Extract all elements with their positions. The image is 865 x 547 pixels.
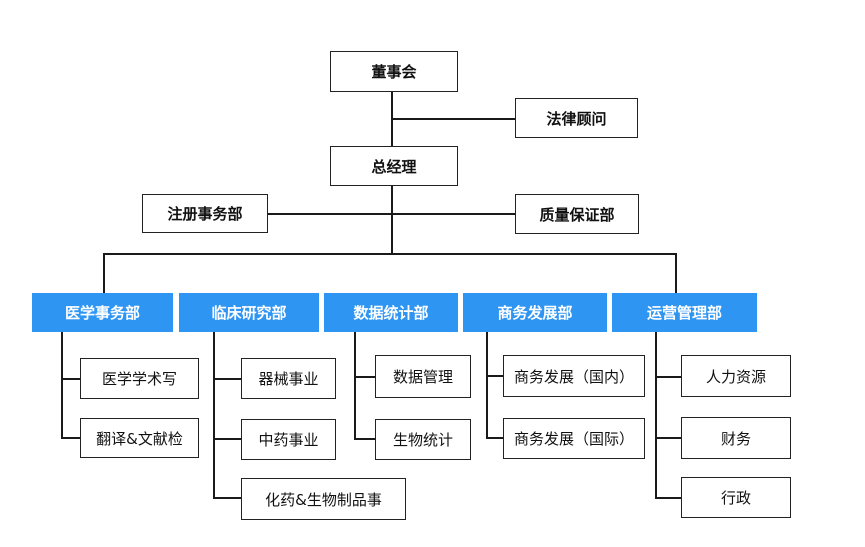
department-business-development: 商务发展部 (463, 293, 607, 332)
connector-medical-drop (103, 253, 105, 293)
connector-departments-bar (103, 253, 677, 255)
quality-assurance-box: 质量保证部 (515, 194, 639, 234)
connector-operations-drop (675, 253, 677, 293)
board-box: 董事会 (330, 51, 458, 92)
unit-device: 器械事业 (241, 358, 336, 399)
legal-advisor-box: 法律顾问 (515, 98, 638, 138)
unit-human-resources: 人力资源 (681, 355, 791, 397)
unit-chemical-biological: 化药&生物制品事 (241, 478, 406, 520)
department-operations: 运营管理部 (612, 293, 757, 332)
connector-operations-unit-2 (655, 437, 682, 439)
unit-data-management: 数据管理 (375, 355, 471, 398)
general-manager-box: 总经理 (330, 146, 458, 186)
unit-biostatistics: 生物统计 (375, 419, 471, 460)
connector-operations-unit-3 (655, 497, 682, 499)
connector-data-unit-1 (354, 376, 376, 378)
connector-business-unit-2 (486, 437, 504, 439)
connector-clinical-unit-2 (213, 438, 242, 440)
unit-business-international: 商务发展（国际） (503, 418, 645, 459)
connector-medical-vertical (61, 332, 63, 438)
connector-clinical-unit-1 (213, 378, 242, 380)
connector-clinical-unit-3 (213, 497, 242, 499)
department-data-statistics: 数据统计部 (324, 293, 458, 332)
connector-clinical-vertical (213, 332, 215, 498)
unit-medical-writing: 医学学术写 (80, 358, 199, 399)
unit-translation-literature: 翻译&文献检 (80, 418, 199, 458)
connector-medical-unit-2 (61, 437, 81, 439)
unit-tcm: 中药事业 (241, 419, 336, 460)
connector-gm-down (391, 185, 393, 254)
connector-data-unit-2 (354, 438, 376, 440)
connector-data-vertical (354, 332, 356, 439)
unit-business-domestic: 商务发展（国内） (503, 355, 645, 397)
connector-registration (267, 213, 392, 215)
department-clinical-research: 临床研究部 (179, 293, 319, 332)
unit-finance: 财务 (681, 417, 791, 459)
connector-medical-unit-1 (61, 378, 81, 380)
connector-business-unit-1 (486, 375, 504, 377)
department-medical-affairs: 医学事务部 (32, 293, 173, 332)
registration-department-box: 注册事务部 (142, 194, 268, 233)
connector-operations-vertical (655, 332, 657, 498)
connector-legal (392, 118, 516, 120)
connector-quality (392, 213, 516, 215)
connector-operations-unit-1 (655, 376, 682, 378)
connector-business-vertical (486, 332, 488, 438)
unit-administration: 行政 (681, 477, 791, 518)
